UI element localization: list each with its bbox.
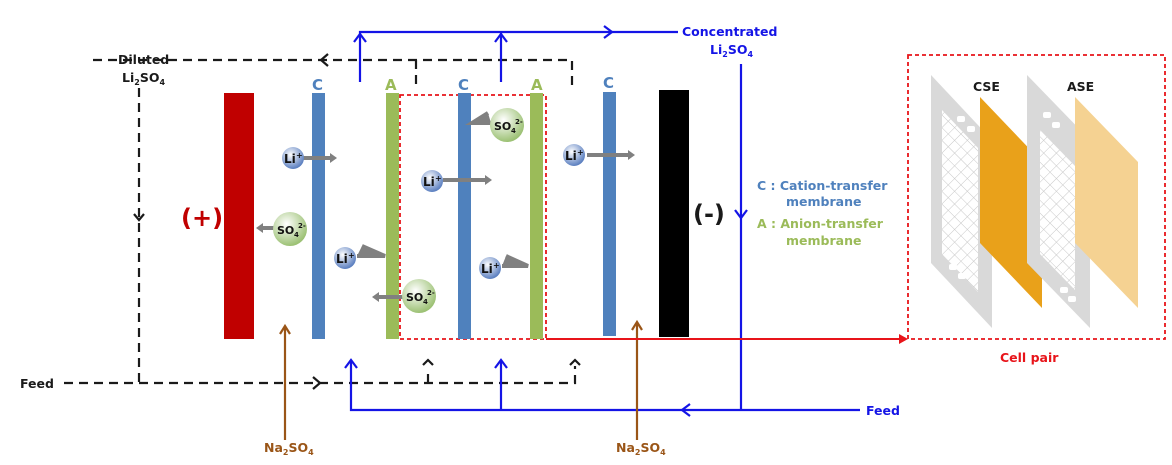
so4-rejected-arrow xyxy=(465,111,491,125)
cation-membrane-1 xyxy=(312,93,325,339)
ion-sub: 4 xyxy=(423,298,428,306)
membrane-label: C xyxy=(603,74,614,92)
cell-pair-stack xyxy=(931,75,1138,328)
ion-charge: + xyxy=(435,174,442,183)
arrow-right-icon xyxy=(312,376,322,390)
diluate-arrowheads xyxy=(133,53,581,390)
anode-label: (+) xyxy=(181,204,223,232)
anion-sheet xyxy=(1075,97,1138,308)
concentrate-top-line xyxy=(358,30,678,82)
li-ion: Li + xyxy=(479,257,501,279)
feed-right-line xyxy=(349,360,860,412)
ion-charge: 2- xyxy=(298,222,306,230)
anion-membrane-1 xyxy=(386,93,399,339)
legend-anion-2: membrane xyxy=(786,233,861,248)
ion-charge: 2- xyxy=(427,289,435,297)
ion-text: Li xyxy=(284,152,296,166)
arrow-right-icon xyxy=(603,25,614,39)
li-rejected-arrow xyxy=(502,254,529,268)
li-rejected-arrow xyxy=(357,244,386,258)
membrane-label: C xyxy=(458,76,469,94)
li-ion: Li + xyxy=(282,147,304,169)
ion-charge: + xyxy=(348,251,355,260)
arrow-head xyxy=(628,150,635,160)
arrow-up-icon xyxy=(569,358,581,366)
li-ion: Li + xyxy=(421,170,443,192)
ion-text: Li xyxy=(481,262,493,276)
legend-cation-2: membrane xyxy=(786,194,861,209)
membrane-label: A xyxy=(531,76,543,94)
ion-sub: 4 xyxy=(294,231,299,239)
cation-membrane-2 xyxy=(458,93,471,339)
concentrate-flow xyxy=(344,25,860,417)
arrow-up-icon xyxy=(422,358,434,366)
ion-text: Li xyxy=(336,252,348,266)
cathode-label: (-) xyxy=(693,200,725,228)
membrane-legend: C : Cation-transfer membrane A : Anion-t… xyxy=(757,178,888,248)
diluted-label: Diluted xyxy=(118,52,169,67)
arrow-up-icon xyxy=(353,32,367,43)
arrow-left-icon xyxy=(319,53,329,67)
feed-left-label: Feed xyxy=(20,376,54,391)
arrow-up-icon xyxy=(279,323,291,335)
spacer-ase xyxy=(1027,75,1090,328)
diluted-formula: Li2SO4 xyxy=(122,70,165,87)
arrow-head xyxy=(372,292,379,302)
ion-text: SO xyxy=(406,291,423,304)
legend-anion: A : Anion-transfer xyxy=(757,216,884,231)
arrow-up-icon xyxy=(344,358,358,369)
ion-charge: 2- xyxy=(515,118,523,126)
li-ion: Li + xyxy=(334,247,356,269)
ion-text: SO xyxy=(277,224,294,237)
ion-text: Li xyxy=(423,175,435,189)
ase-label: ASE xyxy=(1067,79,1094,94)
ion-text: Li xyxy=(565,149,577,163)
cation-membrane-3 xyxy=(603,92,616,336)
ion-text: SO xyxy=(494,120,511,133)
arrow-up-icon xyxy=(494,32,508,43)
so4-ion: SO 4 2- xyxy=(273,212,307,246)
li-ion: Li + xyxy=(563,144,585,166)
arrow-down-icon xyxy=(734,209,748,220)
cse-label: CSE xyxy=(973,79,1000,94)
na2so4-flow xyxy=(279,319,643,440)
concentrated-formula: Li2SO4 xyxy=(710,42,753,59)
ion-sub: 4 xyxy=(511,127,516,135)
arrow-down-icon xyxy=(133,213,145,222)
arrow-up-icon xyxy=(494,358,508,369)
na2so4-right-label: Na2SO4 xyxy=(616,440,666,457)
legend-cation: C : Cation-transfer xyxy=(757,178,888,193)
ion-charge: + xyxy=(577,148,584,157)
membrane-label: C xyxy=(312,76,323,94)
anion-membrane-2 xyxy=(530,93,543,339)
arrow-right-icon xyxy=(899,334,908,344)
cathode-electrode xyxy=(659,90,689,337)
diluate-flow xyxy=(64,58,577,385)
ion-charge: + xyxy=(493,261,500,270)
anode-electrode xyxy=(224,93,254,339)
arrow-head xyxy=(330,153,337,163)
concentrated-label: Concentrated xyxy=(682,24,777,39)
na2so4-left-label: Na2SO4 xyxy=(264,440,314,457)
diluate-top-line xyxy=(93,58,574,86)
arrow-head xyxy=(485,175,492,185)
membrane-label: A xyxy=(385,76,397,94)
cation-sheet xyxy=(980,97,1042,308)
feed-right-label: Feed xyxy=(866,403,900,418)
ion-arrows xyxy=(256,111,635,302)
so4-ion: SO 4 2- xyxy=(402,279,436,313)
cell-pair-label: Cell pair xyxy=(1000,350,1059,365)
arrow-up-icon xyxy=(631,319,643,331)
cell-pair-frame xyxy=(907,54,1166,340)
arrow-left-icon xyxy=(680,403,691,417)
feed-left-line xyxy=(64,366,577,385)
ion-charge: + xyxy=(296,151,303,160)
arrow-head xyxy=(256,223,263,233)
spacer-cse xyxy=(931,75,992,328)
so4-ion: SO 4 2- xyxy=(490,108,524,142)
cell-pair-highlight xyxy=(399,94,547,340)
